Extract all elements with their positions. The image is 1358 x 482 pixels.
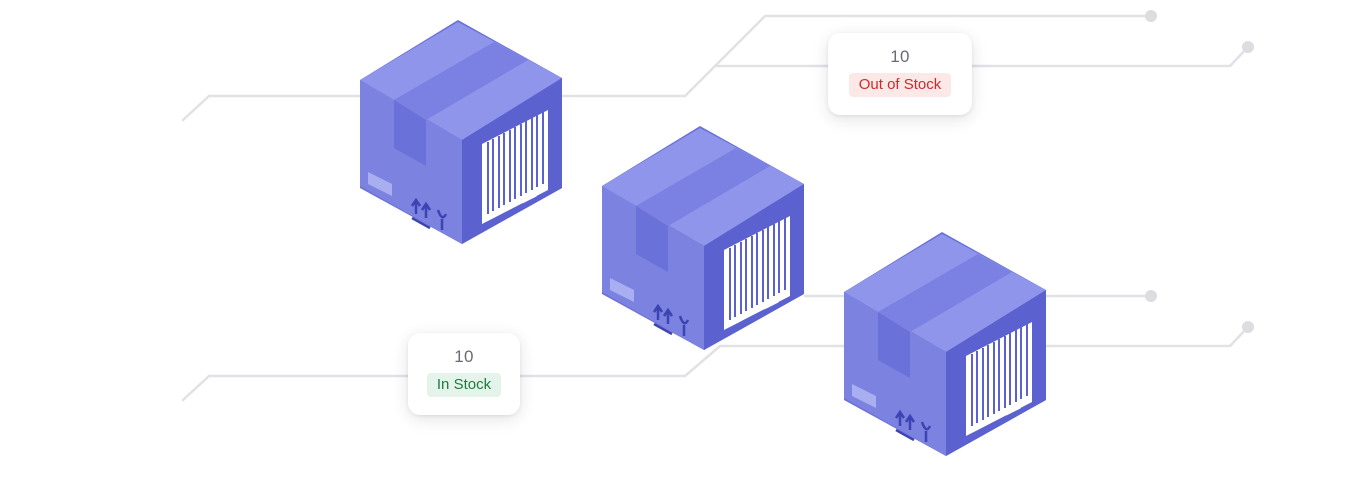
barcode-icon <box>724 216 790 330</box>
shipping-label-icon <box>368 172 392 196</box>
barcode-icon <box>966 322 1032 436</box>
connector-dot <box>1242 41 1254 53</box>
connector-line <box>713 45 1250 68</box>
fragile-glass-icon <box>678 315 690 336</box>
connector-dot <box>1242 321 1254 333</box>
connector-dot <box>1145 290 1157 302</box>
this-side-up-icon <box>894 409 916 442</box>
stock-quantity: 10 <box>890 47 910 66</box>
connector-dot <box>1145 10 1157 22</box>
package-box-icon <box>600 124 810 354</box>
status-badge: Out of Stock <box>848 73 952 97</box>
shipping-label-icon <box>610 278 634 302</box>
fragile-glass-icon <box>920 421 932 442</box>
fragile-glass-icon <box>436 209 448 230</box>
package-box-icon <box>358 18 568 248</box>
connector-line <box>181 14 1152 122</box>
shipping-label-icon <box>852 384 876 408</box>
this-side-up-icon <box>410 197 432 230</box>
barcode-icon <box>482 110 548 224</box>
this-side-up-icon <box>652 303 674 336</box>
package-box-icon <box>842 230 1052 460</box>
stock-card-out-of-stock: 10 Out of Stock <box>828 33 972 115</box>
connector-line <box>181 325 1250 402</box>
stock-card-in-stock: 10 In Stock <box>408 333 520 415</box>
stock-quantity: 10 <box>454 347 474 366</box>
status-badge: In Stock <box>426 373 502 397</box>
